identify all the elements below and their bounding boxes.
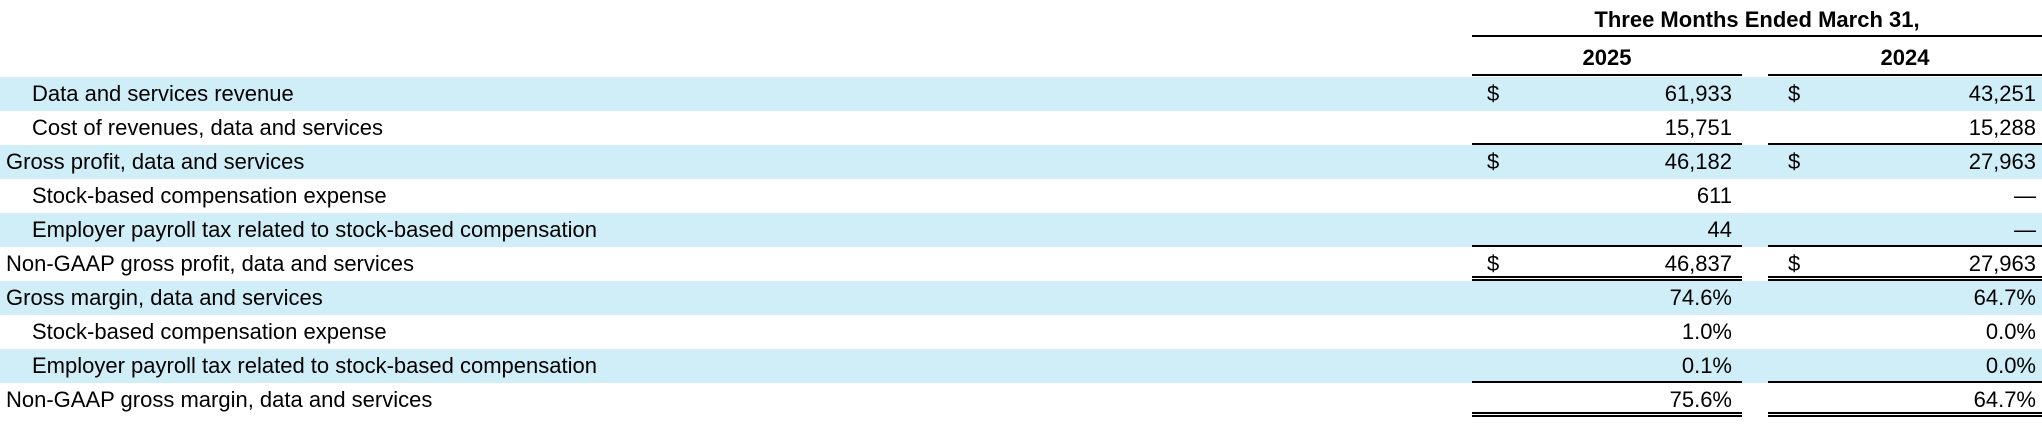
cell-2024: — [1768, 213, 2042, 247]
cell-value: 1.0% [1681, 319, 1732, 344]
table-body: Data and services revenue $ 61,933 $ 43,… [0, 77, 2042, 417]
table-row: Employer payroll tax related to stock-ba… [0, 213, 2042, 247]
currency-symbol: $ [1788, 149, 1801, 174]
cell-2024: 0.0% [1768, 349, 2042, 383]
currency-symbol: $ [1487, 149, 1500, 174]
currency-symbol: $ [1487, 251, 1500, 276]
row-label: Cost of revenues, data and services [32, 115, 383, 140]
currency-symbol: $ [1788, 81, 1801, 106]
cell-2024: 15,288 [1768, 111, 2042, 145]
cell-value: 61,933 [1664, 81, 1732, 106]
table-row: Cost of revenues, data and services 15,7… [0, 111, 2042, 145]
cell-2025: 75.6% [1472, 383, 1742, 417]
cell-value: 46,182 [1664, 149, 1732, 174]
table-row: Data and services revenue $ 61,933 $ 43,… [0, 77, 2042, 111]
cell-value: 0.1% [1681, 353, 1732, 378]
cell-value: 0.0% [1985, 353, 2036, 378]
cell-2024: 0.0% [1768, 315, 2042, 349]
table-row: Stock-based compensation expense 611 — [0, 179, 2042, 213]
cell-2024: $ 27,963 [1768, 247, 2042, 281]
table-row: Non-GAAP gross margin, data and services… [0, 383, 2042, 417]
cell-value: 0.0% [1985, 319, 2036, 344]
currency-symbol: $ [1487, 81, 1500, 106]
table-row: Employer payroll tax related to stock-ba… [0, 349, 2042, 383]
column-header-2025: 2025 [1472, 39, 1742, 76]
cell-2025: $ 61,933 [1472, 77, 1742, 111]
cell-value: 27,963 [1968, 251, 2036, 276]
table-row: Gross margin, data and services 74.6% 64… [0, 281, 2042, 315]
cell-value: — [2014, 183, 2036, 208]
cell-value: — [2014, 217, 2036, 242]
row-label: Non-GAAP gross profit, data and services [6, 251, 415, 276]
cell-value: 44 [1707, 217, 1732, 242]
cell-2025: 44 [1472, 213, 1742, 247]
cell-value: 64.7% [1973, 285, 2036, 310]
currency-symbol: $ [1788, 251, 1801, 276]
row-label: Stock-based compensation expense [32, 183, 387, 208]
cell-value: 64.7% [1973, 387, 2036, 412]
cell-2024: 64.7% [1768, 281, 2042, 315]
cell-value: 611 [1696, 183, 1732, 208]
cell-2024: 64.7% [1768, 383, 2042, 417]
row-label: Employer payroll tax related to stock-ba… [32, 353, 597, 378]
cell-2025: $ 46,837 [1472, 247, 1742, 281]
cell-value: 75.6% [1669, 387, 1732, 412]
table-row: Non-GAAP gross profit, data and services… [0, 247, 2042, 281]
cell-2025: 74.6% [1472, 281, 1742, 315]
cell-value: 15,751 [1664, 115, 1732, 140]
row-label: Non-GAAP gross margin, data and services [6, 387, 433, 412]
table-row: Stock-based compensation expense 1.0% 0.… [0, 315, 2042, 349]
table-row: Gross profit, data and services $ 46,182… [0, 145, 2042, 179]
row-label: Gross profit, data and services [6, 149, 305, 174]
cell-2025: 15,751 [1472, 111, 1742, 145]
row-label: Stock-based compensation expense [32, 319, 387, 344]
cell-2025: 611 [1472, 179, 1742, 213]
cell-value: 74.6% [1669, 285, 1732, 310]
row-label: Employer payroll tax related to stock-ba… [32, 217, 597, 242]
row-label: Gross margin, data and services [6, 285, 323, 310]
cell-2025: 0.1% [1472, 349, 1742, 383]
row-label: Data and services revenue [32, 81, 294, 106]
period-header: Three Months Ended March 31, [1472, 2, 2042, 37]
column-header-2024: 2024 [1768, 39, 2042, 76]
cell-2024: — [1768, 179, 2042, 213]
cell-2024: $ 27,963 [1768, 145, 2042, 179]
cell-value: 46,837 [1664, 251, 1732, 276]
cell-2025: 1.0% [1472, 315, 1742, 349]
cell-value: 27,963 [1968, 149, 2036, 174]
cell-value: 43,251 [1968, 81, 2036, 106]
cell-2025: $ 46,182 [1472, 145, 1742, 179]
cell-value: 15,288 [1968, 115, 2036, 140]
cell-2024: $ 43,251 [1768, 77, 2042, 111]
